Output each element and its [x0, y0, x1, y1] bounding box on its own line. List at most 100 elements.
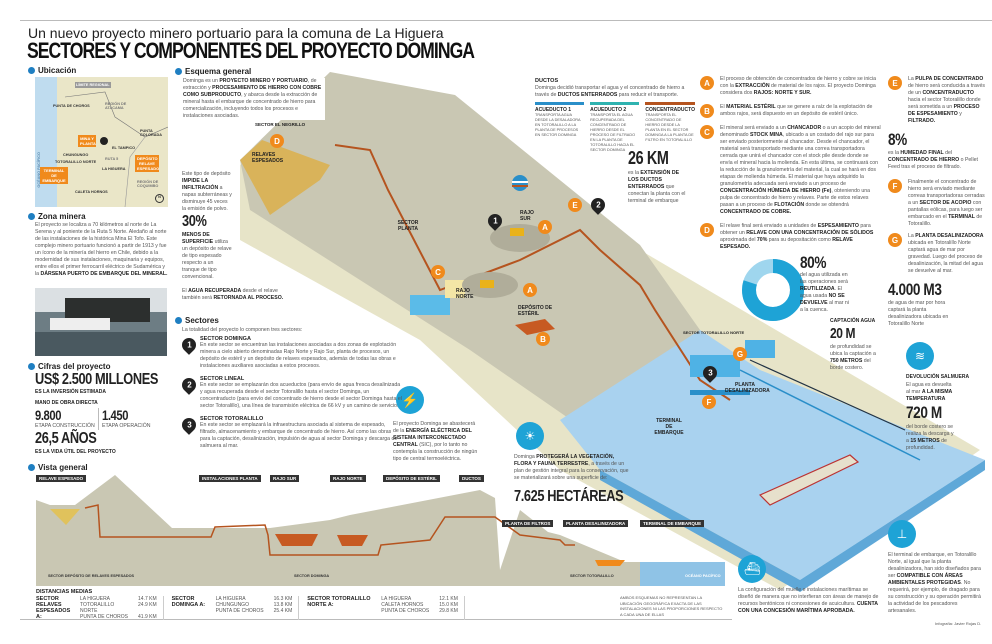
- group-label: SECTOR RELAVES ESPESADOS A:: [36, 596, 71, 620]
- bold-text: DUCTOS ENTERRADOS: [557, 92, 618, 98]
- step-text: Finalmente el concentrado de hierro será…: [908, 179, 986, 228]
- bold-text: CONCENTRADO DE HIERRO: [888, 157, 960, 163]
- construccion-value: 9.800: [35, 407, 62, 423]
- badge-g: G: [888, 233, 902, 247]
- text: , obteniendo una pulpa de concentrado de…: [720, 188, 870, 208]
- bold-text: EXTRACCIÓN: [735, 83, 770, 89]
- label-rajo-norte: RAJO NORTE: [330, 475, 366, 482]
- label-relave: RELAVE ESPESADO: [36, 475, 87, 482]
- destino: PUNTA DE CHOROS: [381, 608, 430, 614]
- map-label: LÍMITE REGIONAL: [75, 82, 111, 88]
- text: de profundidad se ubica la captación a: [830, 344, 876, 357]
- terminal-label: TERMINAL DE EMBARQUE: [654, 418, 684, 436]
- top-rule: [20, 20, 992, 21]
- group-label: SECTOR DOMINGA A:: [171, 596, 206, 608]
- salmuera-pipe: [739, 369, 921, 461]
- text: con pantallas eólicas, para luego ser em…: [908, 200, 983, 220]
- section-zona-minera: Zona minera: [28, 212, 86, 221]
- badge-a: A: [538, 220, 552, 234]
- bold-text: 70%: [756, 237, 768, 243]
- bold-text: COMPATIBLE CON ÁREAS AMBIENTALES PROTEGI…: [888, 573, 963, 586]
- text: , y abarca desde la extracción de minera…: [183, 92, 318, 119]
- agua-m3-text: de agua de mar por hora captará la plant…: [888, 300, 949, 327]
- text: . El agua usada: [800, 286, 843, 299]
- text: , ubicado a un costado del rajo sur para…: [720, 132, 879, 187]
- map-label: RUTA 5: [105, 157, 119, 161]
- map-label: CHUNGUNGO: [63, 153, 89, 157]
- sector-number-icon: 2: [179, 375, 199, 395]
- salmuera-value: 720 M: [906, 403, 942, 422]
- rajo-sur-pit: [490, 224, 550, 252]
- sector-number: 2: [186, 380, 192, 390]
- section-ubicacion: Ubicación: [28, 66, 76, 75]
- profile-sector-label: SECTOR TOTORALILLO: [570, 574, 614, 578]
- profile-ocean-label: OCÉANO PACÍFICO: [685, 574, 721, 578]
- rajo-sur-label: RAJO SUR: [520, 210, 534, 222]
- text: de Totoralillo.: [908, 214, 983, 227]
- bold-text: CONCENTRACIÓN HÚMEDA DE HIERRO (Fe): [720, 188, 832, 194]
- profile-sector-label: SECTOR DOMINGA: [294, 574, 330, 578]
- step-text: El relave final será enviado a unidades …: [720, 223, 882, 251]
- sector-name: SECTOR LINEAL: [200, 376, 245, 382]
- concentraducto-line: [334, 144, 731, 401]
- bold-text: TERMINAL: [948, 214, 975, 220]
- distancias-heading: DISTANCIAS MEDIAS: [36, 589, 93, 595]
- text: El terminal de embarque, en Totoralillo …: [888, 552, 981, 579]
- text: La: [908, 233, 916, 239]
- vida-value: 26,5 AÑOS: [35, 430, 97, 447]
- mano-obra-label: MANO DE OBRA DIRECTA: [35, 400, 98, 406]
- ductos-heading: DUCTOS: [535, 78, 559, 84]
- badge-a: A: [700, 76, 714, 90]
- section-sectores: Sectores: [175, 316, 219, 325]
- sector-text: En este sector se emplazarán dos acueduc…: [200, 382, 402, 409]
- agua-m3-value: 4.000 M3: [888, 280, 942, 299]
- relave-text: Este tipo de depósito IMPIDE LA INFILTRA…: [182, 171, 232, 213]
- reuso-text: del agua utilizada en las operaciones se…: [800, 272, 850, 314]
- bold-text: CONCENTRADO DE COBRE.: [720, 209, 792, 215]
- map-label: EL TAMPICO: [112, 146, 136, 150]
- label-rajo-sur: RAJO SUR: [270, 475, 300, 482]
- text: que conectan la planta con el terminal d…: [628, 184, 686, 204]
- bold-text: PROTEGERÁ LA VEGETACIÓN, FLORA Y FAUNA T…: [514, 454, 615, 467]
- bold-text: ENERGÍA ELÉCTRICA DEL SISTEMA INTERCONEC…: [393, 428, 472, 448]
- rajo-norte-label: RAJO NORTE: [456, 288, 474, 300]
- text: de profundidad.: [906, 438, 947, 451]
- bold-text: DÁRSENA PUERTO DE EMBARQUE DEL MINERAL.: [40, 271, 168, 277]
- badge-c: C: [431, 265, 445, 279]
- map-label: PUNTA COLORADA: [140, 129, 162, 137]
- operacion-label: ETAPA OPERACIÓN: [102, 423, 151, 429]
- step-text: El MATERIAL ESTÉRIL que se genere a raíz…: [720, 104, 882, 118]
- destino: PUNTA DE CHOROS: [215, 608, 264, 614]
- text: de material de los rajos. El proyecto Do…: [720, 83, 876, 96]
- captacion-text: de profundidad se ubica la captación a 7…: [830, 344, 880, 372]
- bold-text: 750 METROS: [830, 358, 863, 364]
- heading: Ubicación: [38, 66, 77, 75]
- bold-text: CHANCADOR: [787, 125, 822, 131]
- text: utiliza un depósito de relave de tipo es…: [182, 239, 232, 280]
- bold-text: A LA MISMA TEMPERATURA: [906, 389, 953, 402]
- badge-d: D: [270, 134, 284, 148]
- map-label: CALETA HORNOS: [75, 190, 108, 194]
- heading: Zona minera: [38, 212, 86, 221]
- waves-icon: ≋: [906, 342, 934, 370]
- destino: PUNTA DE CHOROS: [80, 614, 128, 620]
- text: El agua es devuelta al mar: [906, 382, 952, 395]
- label-instalaciones: INSTALACIONES PLANTA: [199, 475, 261, 482]
- sector-number: 3: [186, 420, 192, 430]
- sectores-intro: La totalidad del proyecto lo componen tr…: [182, 327, 303, 333]
- label-filtros: PLANTA DE FILTROS: [502, 520, 554, 527]
- bold-text: SECTOR DE ACOPIO: [919, 200, 972, 206]
- bold-text: PROCESAMIENTO DE HIERRO CON COBRE COMO S…: [183, 85, 322, 98]
- sector-name: SECTOR DOMINGA: [200, 336, 251, 342]
- text: . No requerirá, por ejemplo, de dragado …: [888, 580, 981, 614]
- arrow-icon: [175, 317, 182, 324]
